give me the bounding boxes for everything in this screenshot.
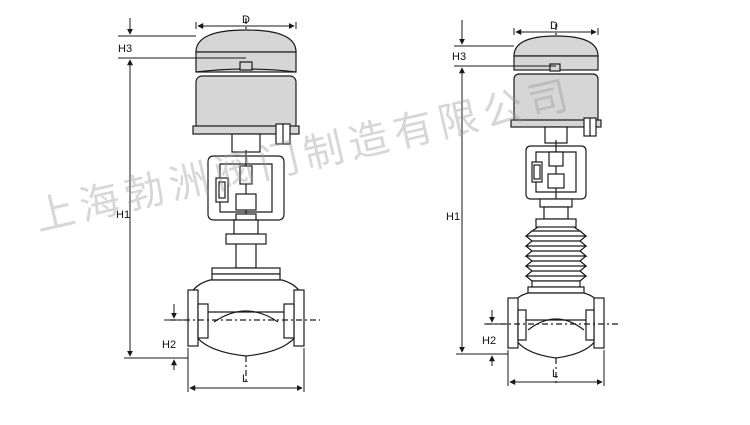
- right-h1-label: H1: [446, 211, 460, 223]
- left-h2-label: H2: [162, 339, 176, 351]
- left-dimensions: [118, 18, 305, 392]
- right-h3-label: H3: [452, 51, 466, 63]
- right-actuator: [510, 35, 602, 137]
- right-h2-label: H2: [482, 335, 496, 347]
- left-h1-label: H1: [116, 209, 130, 221]
- right-bonnet-bellows: [524, 198, 588, 294]
- right-valve-drawing: [486, 24, 620, 384]
- left-actuator: [192, 29, 300, 145]
- right-d-label: D: [550, 20, 558, 32]
- left-d-label: D: [242, 14, 250, 26]
- left-h3-label: H3: [118, 43, 132, 55]
- left-valve-drawing: [170, 18, 320, 384]
- right-yoke: [525, 126, 587, 210]
- left-l-label: L: [242, 373, 248, 385]
- right-body: [507, 292, 605, 359]
- left-body: [187, 279, 305, 357]
- left-bonnet: [211, 219, 281, 281]
- right-l-label: L: [552, 368, 558, 380]
- right-dimensions: [454, 20, 605, 386]
- left-yoke: [207, 133, 285, 232]
